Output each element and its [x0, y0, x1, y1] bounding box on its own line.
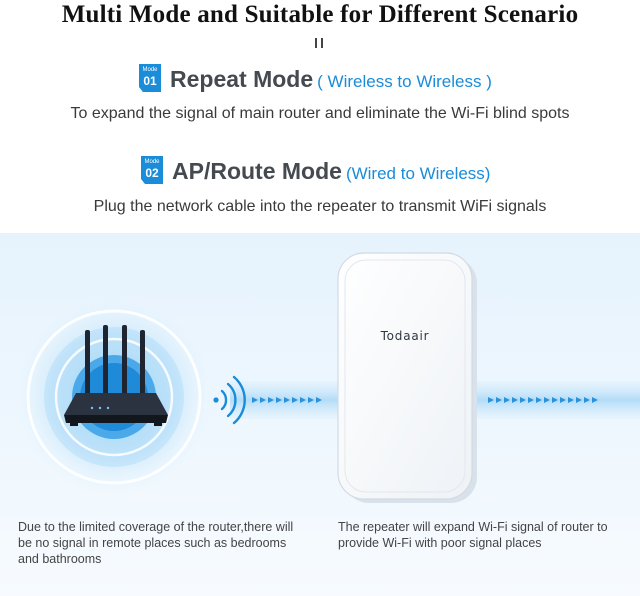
caption-right: The repeater will expand Wi-Fi signal of…	[338, 520, 608, 550]
mode-01-badge-number: 01	[143, 74, 157, 88]
repeater-device: Todaair	[337, 252, 477, 503]
mode-01-description: To expand the signal of main router and …	[70, 105, 570, 122]
page-title: Multi Mode and Suitable for Different Sc…	[61, 1, 579, 28]
wifi-waves-icon	[213, 375, 246, 425]
mode-01-subtitle: ( Wireless to Wireless )	[317, 72, 492, 91]
mode-02-badge-word: Mode	[144, 159, 160, 165]
mode-02-badge: Mode 02	[141, 156, 163, 184]
repeater-brand-label: Todaair	[380, 329, 430, 343]
mode-02-subtitle: (Wired to Wireless)	[345, 164, 491, 183]
signal-arrows-right	[488, 397, 598, 403]
mode-02-description: Plug the network cable into the repeater…	[93, 198, 547, 215]
illustration-scene: Todaair Due to the limited coverage of t…	[0, 233, 640, 596]
scene-graphic: Todaair	[16, 252, 640, 503]
mode-02-badge-number: 02	[145, 166, 159, 180]
mode-02-heading: AP/Route Mode(Wired to Wireless)	[172, 158, 490, 185]
mode-01-heading: Repeat Mode( Wireless to Wireless )	[170, 66, 492, 93]
router-icon	[64, 325, 168, 426]
mode-02-name: AP/Route Mode	[172, 158, 342, 184]
caption-left: Due to the limited coverage of the route…	[18, 520, 294, 566]
mode-01-name: Repeat Mode	[170, 66, 314, 92]
mode-01-badge: Mode 01	[139, 64, 161, 92]
pause-mark	[313, 38, 325, 48]
signal-arrows-left	[252, 397, 322, 403]
mode-01-badge-word: Mode	[142, 67, 158, 73]
